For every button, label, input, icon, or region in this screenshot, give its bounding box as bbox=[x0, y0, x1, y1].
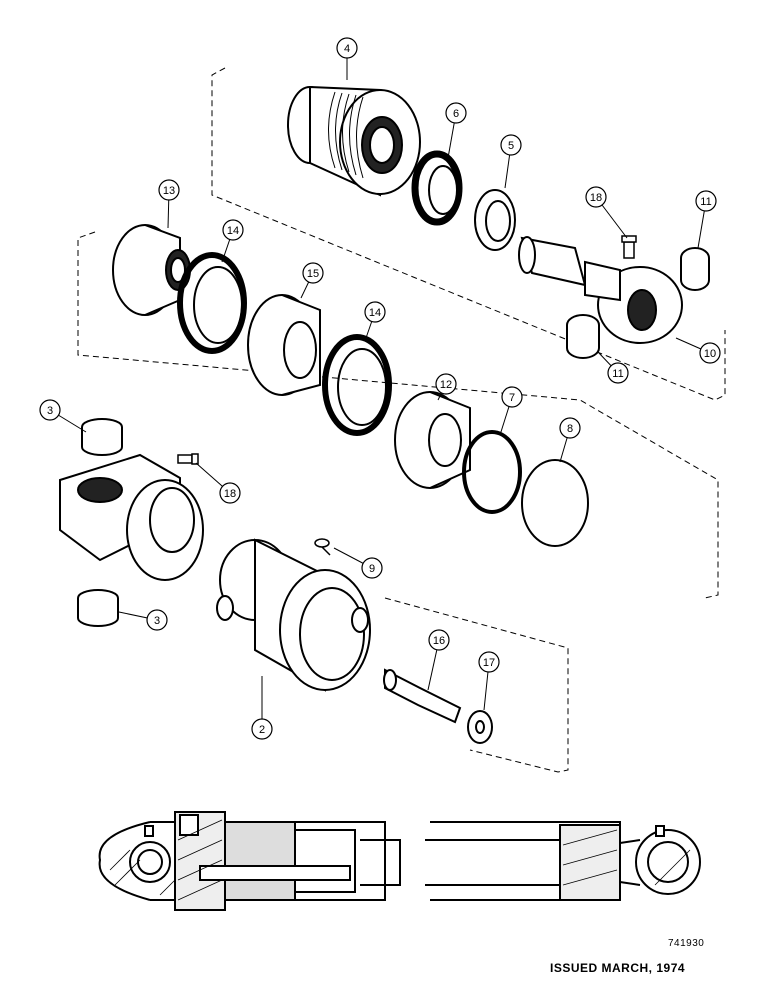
callout-circle bbox=[501, 386, 523, 408]
callout-circle bbox=[435, 373, 457, 395]
callout-circle bbox=[361, 557, 383, 579]
part-18-grease-fitting-top bbox=[621, 235, 637, 259]
callout-6: 6 bbox=[445, 102, 467, 159]
part-13-piston-half bbox=[112, 224, 191, 316]
part-9-setscrew bbox=[314, 538, 331, 556]
callout-number: 16 bbox=[433, 635, 445, 647]
callout-circle bbox=[695, 190, 717, 212]
part-6-seal bbox=[411, 150, 463, 226]
part-17-washer bbox=[467, 710, 493, 744]
callout-number: 8 bbox=[567, 423, 573, 435]
part-5-wiper bbox=[474, 189, 516, 251]
part-14-piston-ring-b bbox=[322, 334, 392, 436]
callout-8: 8 bbox=[559, 417, 581, 463]
callout-circle bbox=[478, 651, 500, 673]
part-12-piston-half bbox=[394, 391, 471, 489]
callout-circle bbox=[585, 186, 607, 208]
callout-number: 11 bbox=[612, 368, 623, 380]
part-16-fitting bbox=[383, 668, 462, 724]
callout-14: 14 bbox=[364, 301, 386, 339]
part-18-grease-fitting-mid bbox=[177, 453, 199, 465]
group-outlines bbox=[77, 67, 726, 773]
callout-number: 18 bbox=[590, 192, 602, 204]
base-end-clevis bbox=[59, 453, 204, 581]
callout-number: 6 bbox=[453, 108, 459, 120]
callout-number: 4 bbox=[344, 43, 350, 55]
cross-section-hatching bbox=[109, 819, 691, 901]
callout-number: 3 bbox=[47, 405, 53, 417]
part-8-backup-ring bbox=[521, 459, 589, 547]
part-11-bushing-top bbox=[680, 247, 710, 291]
part-14-piston-ring-a bbox=[177, 252, 247, 354]
callout-circle bbox=[559, 417, 581, 439]
callout-number: 14 bbox=[227, 225, 239, 237]
callout-number: 5 bbox=[508, 140, 514, 152]
callout-circle bbox=[500, 134, 522, 156]
callout-labels: 4 6 5 13 14 15 14 12 7 8 18 11 11 10 3 18 9 3 2 16 17 bbox=[39, 37, 721, 740]
callout-circle bbox=[222, 219, 244, 241]
callout-5: 5 bbox=[500, 134, 522, 189]
callout-circle bbox=[428, 629, 450, 651]
callout-number: 14 bbox=[369, 307, 381, 319]
callout-number: 7 bbox=[509, 392, 515, 404]
callout-11: 11 bbox=[597, 351, 629, 384]
callout-number: 3 bbox=[154, 615, 160, 627]
callout-circle bbox=[158, 179, 180, 201]
callout-3: 3 bbox=[118, 609, 168, 631]
callout-number: 18 bbox=[224, 488, 236, 500]
callout-number: 10 bbox=[704, 348, 716, 360]
callout-2: 2 bbox=[251, 676, 273, 740]
callout-circle bbox=[364, 301, 386, 323]
callout-14: 14 bbox=[221, 219, 244, 263]
callout-9: 9 bbox=[333, 547, 383, 579]
callout-circle bbox=[302, 262, 324, 284]
callout-circle bbox=[607, 362, 629, 384]
callout-13: 13 bbox=[158, 179, 180, 229]
callout-number: 9 bbox=[369, 563, 375, 575]
callout-number: 13 bbox=[163, 185, 175, 197]
callout-number: 2 bbox=[259, 724, 265, 736]
callout-number: 15 bbox=[307, 268, 319, 280]
callout-number: 11 bbox=[700, 196, 711, 208]
part-3-bushing-top bbox=[81, 418, 123, 456]
callout-10: 10 bbox=[675, 337, 721, 364]
callout-17: 17 bbox=[478, 651, 500, 711]
callout-circle bbox=[39, 399, 61, 421]
callout-circle bbox=[336, 37, 358, 59]
callout-3: 3 bbox=[39, 399, 87, 433]
callout-number: 12 bbox=[440, 379, 452, 391]
issue-date: ISSUED MARCH, 1974 bbox=[550, 961, 686, 975]
callout-16: 16 bbox=[427, 629, 450, 691]
part-3-bushing-bottom bbox=[77, 589, 119, 627]
callout-circle bbox=[219, 482, 241, 504]
callout-4: 4 bbox=[336, 37, 358, 80]
callout-15: 15 bbox=[300, 262, 324, 299]
part-11-bushing-bottom bbox=[566, 314, 600, 359]
drawing-number: 741930 bbox=[668, 938, 705, 949]
callout-7: 7 bbox=[499, 386, 523, 436]
callout-18: 18 bbox=[585, 186, 628, 239]
part-7-o-ring bbox=[462, 430, 522, 514]
callout-circle bbox=[445, 102, 467, 124]
part-2-cylinder-barrel bbox=[216, 538, 371, 692]
callout-circle bbox=[699, 342, 721, 364]
callout-18: 18 bbox=[195, 462, 241, 504]
callout-circle bbox=[146, 609, 168, 631]
callout-number: 17 bbox=[483, 657, 495, 669]
callout-12: 12 bbox=[435, 373, 457, 401]
part-10-rod-eye bbox=[518, 236, 683, 344]
callout-circle bbox=[251, 718, 273, 740]
cross-section-view bbox=[98, 811, 701, 911]
part-4-gland bbox=[287, 85, 421, 197]
callout-11: 11 bbox=[695, 190, 717, 249]
part-15-piston bbox=[247, 294, 321, 396]
